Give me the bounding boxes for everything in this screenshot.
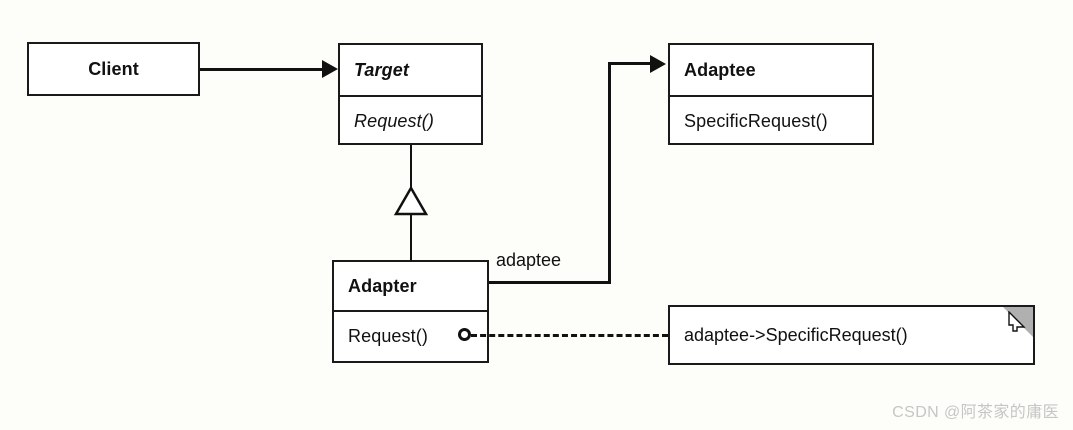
arrowhead-client-to-target-icon <box>322 60 338 78</box>
connector-adapter-to-adaptee-top <box>608 62 652 65</box>
connector-adapter-to-adaptee-horizontal <box>489 281 611 284</box>
note-fold-cursor-icon <box>1008 311 1026 332</box>
connector-adapter-to-target-upper <box>410 145 412 192</box>
class-name-compartment-client: Client <box>29 44 198 94</box>
connector-adapter-to-target-lower <box>410 213 412 261</box>
class-name-client: Client <box>88 58 139 79</box>
note-box-adapter-implementation[interactable]: adaptee->SpecificRequest() <box>668 305 1035 365</box>
class-operations-compartment-adapter: Request() <box>334 310 487 361</box>
class-box-adaptee[interactable]: Adaptee SpecificRequest() <box>668 43 874 145</box>
class-operations-compartment-adaptee: SpecificRequest() <box>670 95 872 145</box>
class-name-adaptee: Adaptee <box>684 59 756 80</box>
class-name-target: Target <box>354 59 409 80</box>
connector-client-to-target <box>200 68 322 71</box>
association-role-label-adaptee: adaptee <box>496 250 562 270</box>
connector-adapter-to-adaptee-vertical <box>608 62 611 284</box>
class-name-adapter: Adapter <box>348 275 417 296</box>
class-name-compartment-adaptee: Adaptee <box>670 45 872 95</box>
class-box-client[interactable]: Client <box>27 42 200 96</box>
operation-target-request: Request() <box>354 110 434 131</box>
connector-request-to-note <box>471 334 668 337</box>
watermark-text: CSDN @阿茶家的庸医 <box>892 404 1059 421</box>
class-operations-compartment-target: Request() <box>340 95 481 145</box>
class-box-adapter[interactable]: Adapter Request() <box>332 260 489 363</box>
note-anchor-circle-icon <box>458 328 471 341</box>
note-text: adaptee->SpecificRequest() <box>684 324 908 345</box>
operation-adaptee-specificrequest: SpecificRequest() <box>684 110 828 131</box>
class-name-compartment-adapter: Adapter <box>334 262 487 310</box>
class-name-compartment-target: Target <box>340 45 481 95</box>
class-box-target[interactable]: Target Request() <box>338 43 483 145</box>
arrowhead-adapter-to-adaptee-icon <box>650 55 666 73</box>
operation-adapter-request: Request() <box>348 326 428 346</box>
